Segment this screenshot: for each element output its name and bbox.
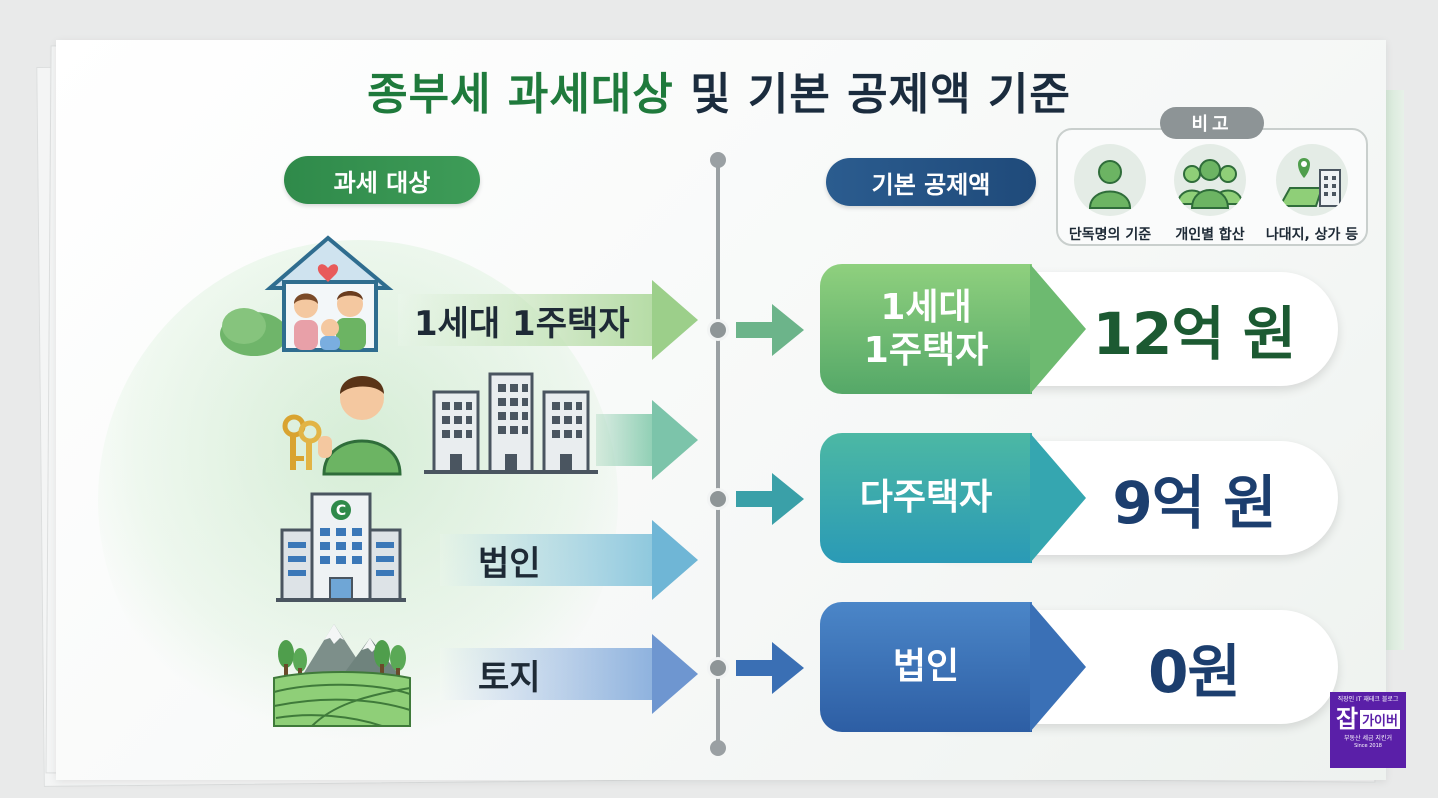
divider-node-1 [707, 319, 729, 341]
deduction-row-2-chevron [1030, 433, 1086, 563]
notes-tag: 비고 [1160, 107, 1264, 139]
target-row-4-band: 토지 [440, 634, 698, 714]
note-item-2: 개인별 합산 [1160, 144, 1260, 244]
owner-with-keys-icon [282, 376, 402, 476]
single-person-icon [1074, 144, 1146, 216]
logo-wordmark: 잡 가이버 [1330, 706, 1406, 732]
deduction-row-3-line1: 법인 [892, 646, 960, 688]
deduction-row-2-label: 다주택자 [820, 433, 1086, 563]
deduction-row-2: 9억 원 다주택자 [820, 433, 1340, 563]
title-rest: 및 기본 공제액 기준 [673, 69, 1071, 120]
logo-since: Since 2018 [1354, 743, 1382, 749]
target-row-4-arrowhead [652, 634, 698, 714]
deduction-row-1: 12억 원 1세대 1주택자 [820, 264, 1340, 394]
apartment-buildings-icon [424, 372, 598, 474]
target-row-3-band: 법인 [440, 520, 698, 600]
logo-name: 가이버 [1360, 709, 1400, 729]
deduction-header: 기본 공제액 [826, 158, 1036, 206]
note-item-1: 단독명의 기준 [1060, 144, 1160, 244]
logo-big-char: 잡 [1336, 705, 1359, 733]
logo-subtitle: 부동산 세금 지킨거 [1344, 735, 1392, 742]
family-group-icon [1174, 144, 1246, 216]
target-row-2-arrowhead [652, 400, 698, 480]
deduction-row-1-line2: 1주택자 [863, 330, 989, 371]
logo-tagline: 직장인 IT 재테크 블로그 [1337, 696, 1399, 703]
target-row-1-arrowhead [652, 280, 698, 360]
blog-logo: 직장인 IT 재테크 블로그 잡 가이버 부동산 세금 지킨거 Since 20… [1330, 692, 1406, 768]
deduction-row-2-line1: 다주택자 [859, 477, 993, 519]
note-item-2-caption: 개인별 합산 [1175, 227, 1245, 243]
note-item-1-caption: 단독명의 기준 [1068, 227, 1152, 243]
target-row-1-label: 1세대 1주택자 [414, 303, 630, 344]
deduction-row-1-label: 1세대 1주택자 [820, 264, 1086, 394]
divider-node-2 [707, 488, 729, 510]
deduction-row-3-chevron [1030, 602, 1086, 732]
deduction-row-3: 0원 법인 [820, 602, 1340, 732]
family-house-icon [220, 235, 394, 356]
note-item-3-caption: 나대지, 상가 등 [1265, 227, 1359, 243]
svg-text:C: C [336, 503, 346, 519]
note-item-3: 나대지, 상가 등 [1262, 144, 1362, 244]
target-row-1-band: 1세대 1주택자 [398, 280, 698, 360]
target-row-2-band [596, 400, 698, 480]
divider-bottom-cap [710, 740, 726, 756]
deduction-row-3-label: 법인 [820, 602, 1086, 732]
divider-top-cap [710, 152, 726, 168]
divider-node-3 [707, 657, 729, 679]
land-building-icon [1276, 144, 1348, 216]
page-title: 종부세 과세대상 및 기본 공제액 기준 [0, 58, 1438, 122]
title-highlight: 종부세 과세대상 [367, 69, 674, 120]
center-divider [716, 158, 720, 748]
land-fields-icon [273, 624, 411, 727]
corporate-building-icon: C [276, 492, 406, 602]
deduction-row-1-chevron [1030, 264, 1086, 394]
target-row-3-label: 법인 [478, 543, 541, 584]
tax-target-header: 과세 대상 [284, 156, 480, 204]
deduction-row-1-line1: 1세대 [880, 286, 972, 328]
target-row-4-label: 토지 [478, 657, 541, 698]
target-row-3-arrowhead [652, 520, 698, 600]
